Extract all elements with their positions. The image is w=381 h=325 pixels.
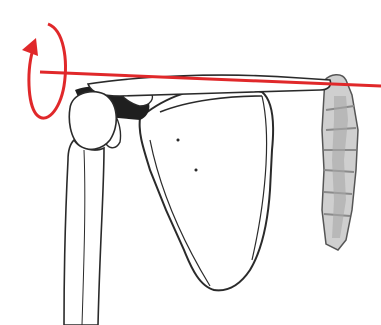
scapula-detail-dot — [195, 169, 198, 172]
humerus-head — [69, 92, 116, 150]
scapula-detail-dot — [177, 139, 180, 142]
